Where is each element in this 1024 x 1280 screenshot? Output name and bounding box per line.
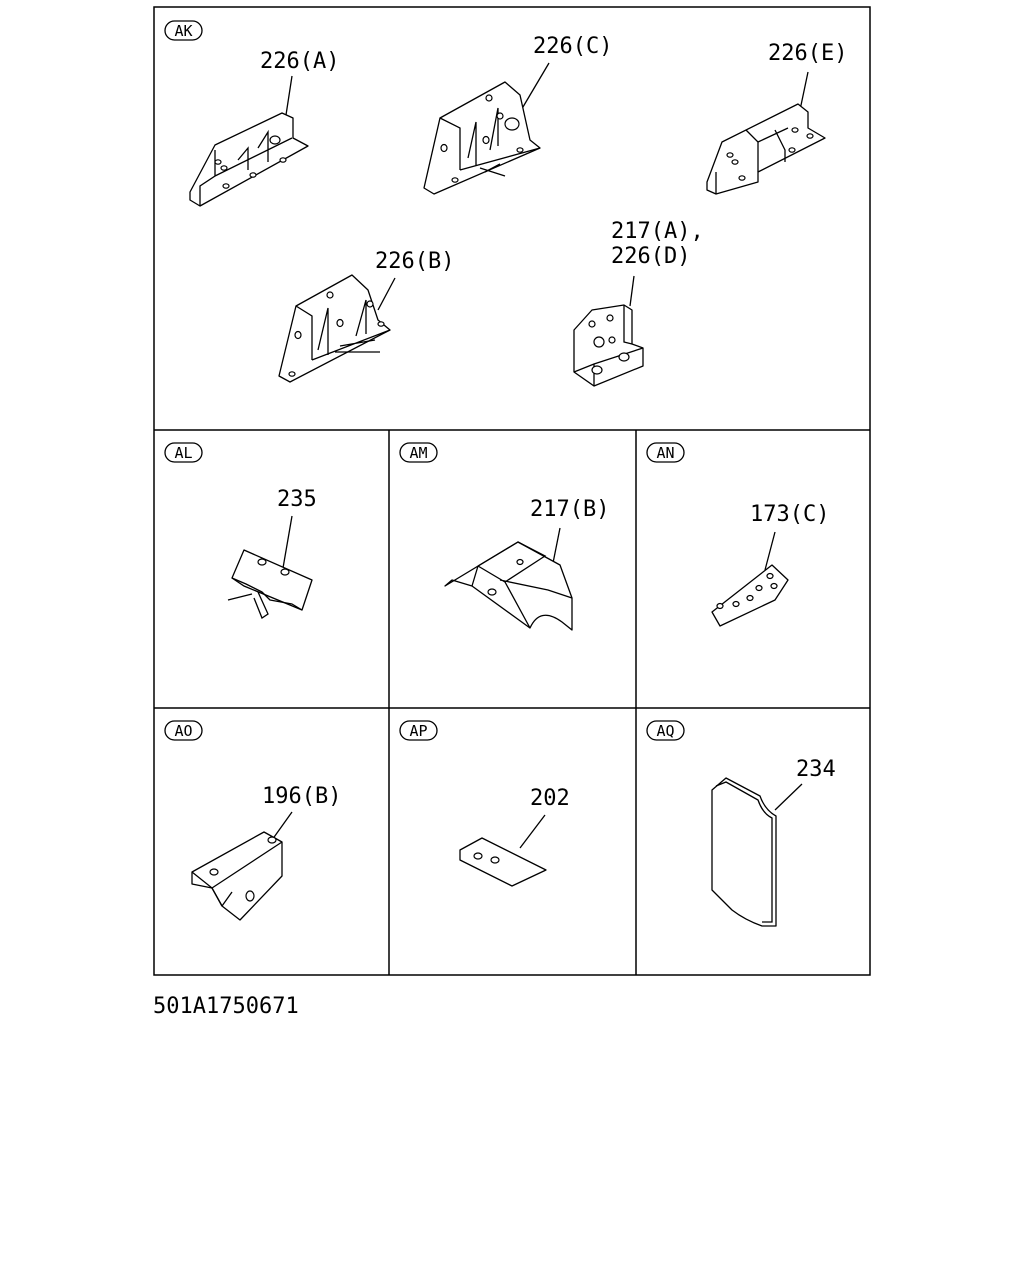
svg-text:AM: AM xyxy=(409,444,427,462)
part-234[interactable]: 234 xyxy=(711,757,836,927)
panel-badge: AN xyxy=(646,442,685,463)
gasket-shape xyxy=(711,777,777,927)
part-label: 226(D) xyxy=(611,244,690,269)
svg-text:AP: AP xyxy=(409,722,427,740)
bracket-shape xyxy=(191,831,283,921)
panel-al: AL 235 xyxy=(164,442,317,619)
panel-badge: AP xyxy=(399,720,438,741)
part-label: 173(C) xyxy=(750,502,829,527)
part-label: 234 xyxy=(796,757,836,782)
svg-text:AK: AK xyxy=(174,22,192,40)
part-label: 226(E) xyxy=(768,41,847,66)
leader-line xyxy=(282,515,293,569)
part-226c[interactable]: 226(C) xyxy=(423,34,612,195)
part-226a[interactable]: 226(A) xyxy=(189,49,339,207)
part-226e[interactable]: 226(E) xyxy=(706,41,847,195)
panel-ak: AK 226(A) 226(C) xyxy=(164,20,847,387)
part-196b[interactable]: 196(B) xyxy=(191,784,341,921)
bracket-shape xyxy=(423,81,541,195)
leader-line xyxy=(519,814,546,849)
part-label: 235 xyxy=(277,487,317,512)
leader-line xyxy=(519,62,550,113)
leader-line xyxy=(271,811,293,841)
part-label: 226(A) xyxy=(260,49,339,74)
part-label: 217(B) xyxy=(530,497,609,522)
leader-line xyxy=(764,531,776,571)
leader-line xyxy=(629,275,635,307)
panel-badge: AK xyxy=(164,20,203,41)
svg-text:AL: AL xyxy=(174,444,192,462)
part-label: 226(C) xyxy=(533,34,612,59)
panel-badge: AO xyxy=(164,720,203,741)
panel-am: AM 217(B) xyxy=(399,442,609,631)
part-label: 217(A), xyxy=(611,219,704,244)
panel-badge: AL xyxy=(164,442,203,463)
panel-aq: AQ 234 xyxy=(646,720,836,927)
svg-text:AN: AN xyxy=(656,444,674,462)
panel-badge: AQ xyxy=(646,720,685,741)
part-label: 196(B) xyxy=(262,784,341,809)
part-235[interactable]: 235 xyxy=(227,487,317,619)
plate-shape xyxy=(459,837,547,887)
svg-text:AO: AO xyxy=(174,722,192,740)
part-217b[interactable]: 217(B) xyxy=(444,497,609,631)
bracket-shape xyxy=(444,541,573,631)
bracket-shape xyxy=(231,549,313,611)
panel-ap: AP 202 xyxy=(399,720,570,887)
panel-badge: AM xyxy=(399,442,438,463)
drawing-code: 501A1750671 xyxy=(153,994,299,1019)
part-202[interactable]: 202 xyxy=(459,786,570,887)
part-226b[interactable]: 226(B) xyxy=(278,249,454,383)
panel-an: AN 173(C) xyxy=(646,442,829,627)
bracket-shape xyxy=(706,103,826,195)
svg-text:AQ: AQ xyxy=(656,722,674,740)
diagram-frame xyxy=(153,6,871,976)
part-label: 202 xyxy=(530,786,570,811)
bracket-shape xyxy=(278,274,391,383)
leader-line xyxy=(377,277,396,311)
leader-line xyxy=(774,783,803,811)
part-173c[interactable]: 173(C) xyxy=(711,502,829,627)
leader-line xyxy=(799,71,809,111)
panel-ao: AO 196(B) xyxy=(164,720,341,921)
part-label: 226(B) xyxy=(375,249,454,274)
part-217a-226d[interactable]: 217(A), 226(D) xyxy=(573,219,704,387)
